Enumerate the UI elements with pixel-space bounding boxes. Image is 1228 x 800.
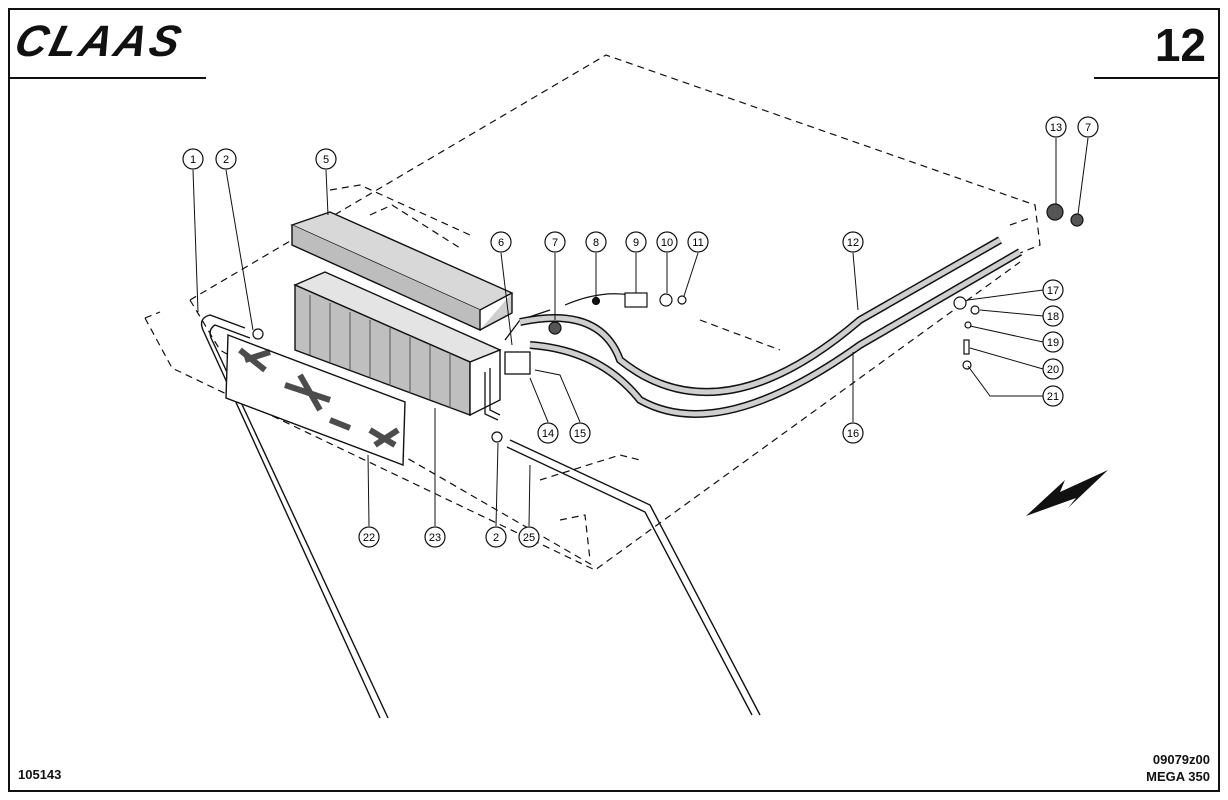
svg-text:9: 9 bbox=[633, 237, 639, 249]
svg-text:17: 17 bbox=[1047, 285, 1059, 297]
callout-2b: 2 bbox=[485, 526, 507, 548]
svg-text:25: 25 bbox=[523, 532, 535, 544]
callout-13: 13 bbox=[1045, 116, 1067, 138]
svg-text:2: 2 bbox=[493, 532, 499, 544]
svg-text:1: 1 bbox=[190, 154, 196, 166]
evaporator-core bbox=[293, 271, 502, 417]
svg-text:13: 13 bbox=[1050, 122, 1062, 134]
callout-23: 23 bbox=[424, 526, 446, 548]
svg-text:5: 5 bbox=[323, 154, 329, 166]
callout-15: 15 bbox=[569, 422, 591, 444]
callout-10: 10 bbox=[656, 231, 678, 253]
air-filter bbox=[225, 333, 406, 467]
callout-6: 6 bbox=[490, 231, 512, 253]
svg-text:2: 2 bbox=[223, 154, 229, 166]
refrigerant-hoses bbox=[519, 236, 1023, 418]
svg-text:7: 7 bbox=[552, 237, 558, 249]
svg-text:21: 21 bbox=[1047, 391, 1059, 403]
callout-2: 2 bbox=[215, 148, 237, 170]
callout-25: 25 bbox=[518, 526, 540, 548]
drain-tubes bbox=[200, 314, 761, 719]
expansion-valve bbox=[484, 309, 551, 421]
callout-12: 12 bbox=[842, 231, 864, 253]
direction-arrow bbox=[1026, 470, 1108, 516]
svg-text:14: 14 bbox=[542, 428, 554, 440]
drawing-id: 105143 bbox=[18, 767, 62, 782]
model-name: MEGA 350 bbox=[1146, 769, 1210, 784]
callout-8: 8 bbox=[585, 231, 607, 253]
svg-text:10: 10 bbox=[661, 237, 673, 249]
callout-7b: 7 bbox=[1077, 116, 1099, 138]
page-number: 12 bbox=[1154, 19, 1206, 71]
callout-9: 9 bbox=[625, 231, 647, 253]
callout-22: 22 bbox=[358, 526, 380, 548]
svg-text:19: 19 bbox=[1047, 337, 1059, 349]
callout-11: 11 bbox=[687, 231, 709, 253]
callout-17: 17 bbox=[1042, 279, 1064, 301]
svg-text:7: 7 bbox=[1085, 122, 1091, 134]
small-fittings bbox=[252, 203, 1084, 443]
callout-16: 16 bbox=[842, 422, 864, 444]
svg-text:23: 23 bbox=[429, 532, 441, 544]
callout-14: 14 bbox=[537, 422, 559, 444]
svg-text:12: 12 bbox=[847, 237, 859, 249]
svg-text:8: 8 bbox=[593, 237, 599, 249]
svg-text:15: 15 bbox=[574, 428, 586, 440]
drawing-frame bbox=[8, 8, 1220, 792]
callout-18: 18 bbox=[1042, 305, 1064, 327]
callout-19: 19 bbox=[1042, 331, 1064, 353]
page-number-underline bbox=[1094, 77, 1218, 79]
foam-strip bbox=[290, 211, 514, 332]
callout-5: 5 bbox=[315, 148, 337, 170]
callout-20: 20 bbox=[1042, 358, 1064, 380]
callout-7: 7 bbox=[544, 231, 566, 253]
callout-21: 21 bbox=[1042, 385, 1064, 407]
svg-text:20: 20 bbox=[1047, 364, 1059, 376]
leader-lines bbox=[192, 137, 1089, 527]
svg-text:18: 18 bbox=[1047, 311, 1059, 323]
svg-text:11: 11 bbox=[692, 237, 703, 249]
brand-underline bbox=[10, 77, 206, 79]
callouts: 1 2 5 6 7 8 9 10 11 12 13 7 17 18 19 20 … bbox=[182, 116, 1099, 548]
part-code: 09079z00 bbox=[1152, 752, 1210, 767]
svg-text:6: 6 bbox=[498, 237, 504, 249]
callout-1: 1 bbox=[182, 148, 204, 170]
cab-outline bbox=[144, 54, 1041, 571]
svg-text:22: 22 bbox=[363, 532, 375, 544]
svg-text:16: 16 bbox=[847, 428, 859, 440]
